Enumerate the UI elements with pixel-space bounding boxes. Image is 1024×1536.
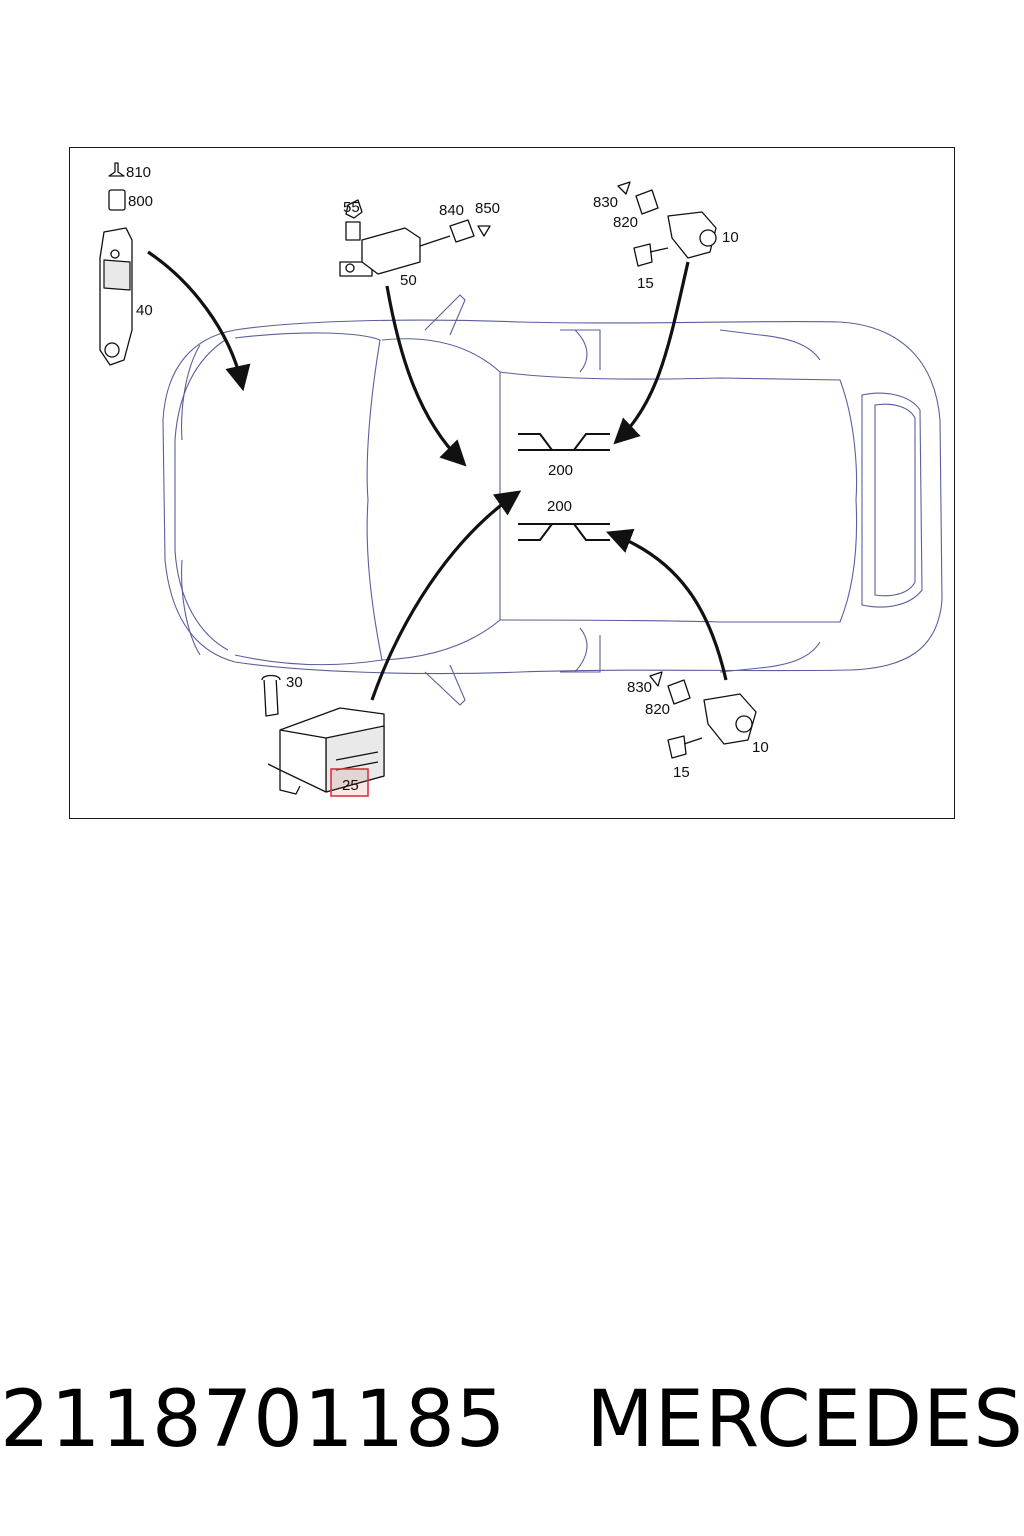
plug-850	[477, 225, 491, 237]
arrow-40-to-car	[147, 250, 251, 392]
sensor-50	[361, 227, 421, 275]
symbol-200-lower	[518, 523, 610, 541]
callout-840: 840	[439, 202, 464, 219]
highlight-box-25	[330, 768, 369, 797]
callout-25: 25	[342, 777, 359, 794]
callout-820-bottom: 820	[645, 701, 670, 718]
sensor-40-group	[99, 162, 133, 366]
connector-820-bottom	[667, 679, 691, 705]
arrow-10-bottom-to-200	[606, 528, 728, 681]
arrow-50-to-200	[385, 285, 467, 467]
bulb-icon-810	[108, 162, 125, 177]
callout-40: 40	[136, 302, 153, 319]
pin-830-bottom	[649, 671, 663, 687]
sensor-10-top-group	[617, 181, 717, 267]
callout-850: 850	[475, 200, 500, 217]
screw-15-bottom	[667, 735, 687, 759]
sensor-10-top	[667, 211, 717, 259]
callout-15-bottom: 15	[673, 764, 690, 781]
callout-200-lower: 200	[547, 498, 572, 515]
callout-830-top: 830	[593, 194, 618, 211]
bolt-30	[263, 675, 279, 717]
parts-diagram: 810 800 40 55 840 850 50 830 820 10 15 2…	[99, 162, 943, 797]
nut-55	[345, 199, 363, 219]
diagram-frame	[69, 147, 955, 819]
caption-bar: 2118701185 MERCEDES	[0, 1370, 1024, 1470]
callout-10-bottom: 10	[752, 739, 769, 756]
callout-50: 50	[400, 272, 417, 289]
arrow-25-to-200	[370, 490, 522, 701]
part-number: 2118701185	[0, 1375, 507, 1465]
callout-55: 55	[343, 199, 360, 216]
control-unit-25-group	[261, 674, 385, 797]
sensor-10-bottom-group	[649, 671, 757, 759]
callout-820-top: 820	[613, 214, 638, 231]
connector-800	[108, 189, 126, 211]
callout-810: 810	[126, 164, 151, 181]
callout-30: 30	[286, 674, 303, 691]
sensor-50-group	[339, 199, 491, 277]
symbol-200-upper	[518, 433, 610, 451]
brand-name: MERCEDES	[586, 1375, 1024, 1465]
callout-200-upper: 200	[548, 462, 573, 479]
callout-10-top: 10	[722, 229, 739, 246]
callout-15-top: 15	[637, 275, 654, 292]
car-outline	[162, 294, 943, 706]
callout-800: 800	[128, 193, 153, 210]
connector-820-top	[635, 189, 659, 215]
callout-830-bottom: 830	[627, 679, 652, 696]
connector-840	[449, 219, 475, 243]
screw-15-top	[633, 243, 653, 267]
arrow-10-top-to-200	[613, 261, 690, 445]
pin-830-top	[617, 181, 631, 195]
